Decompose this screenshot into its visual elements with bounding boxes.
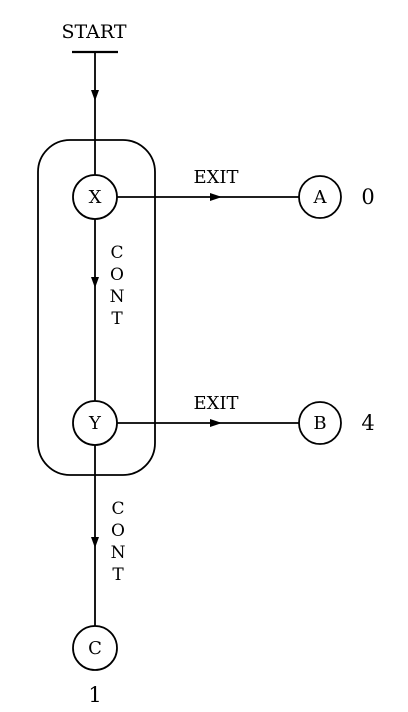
edge-label-x-cont: C O N T [110,243,125,329]
start-label: START [61,21,126,43]
node-x: X [72,174,118,220]
edge-label-x-exit: EXIT [193,167,238,188]
arrow-y-b [210,419,222,427]
arrow-x-y [91,277,99,288]
node-y: Y [72,400,118,446]
node-c-label: C [88,638,102,659]
xy-group-box [37,139,156,476]
node-c: C [72,625,118,671]
node-a: A [298,175,342,219]
edge-label-y-cont-letter: T [112,565,124,585]
arrow-start-x [91,90,99,101]
edge-label-y-exit: EXIT [193,393,238,414]
node-b-value: 4 [361,411,374,435]
node-x-label: X [89,187,102,208]
edge-label-x-cont-letter: N [110,287,125,307]
node-a-value: 0 [361,185,374,209]
node-c-value: 1 [88,683,101,707]
edge-label-x-cont-letter: T [111,309,123,329]
edge-label-y-cont-letter: O [111,521,125,541]
edge-label-y-cont-letter: C [111,499,124,519]
arrow-y-c [91,537,99,548]
arrow-x-a [210,193,222,201]
node-b: B [298,401,342,445]
node-y-label: Y [88,413,102,434]
node-b-label: B [313,413,326,434]
edge-label-x-cont-letter: C [110,243,123,263]
node-a-label: A [313,187,328,208]
edge-label-y-cont: C O N T [111,499,126,585]
edge-label-x-cont-letter: O [110,265,124,285]
edge-label-y-cont-letter: N [111,543,126,563]
